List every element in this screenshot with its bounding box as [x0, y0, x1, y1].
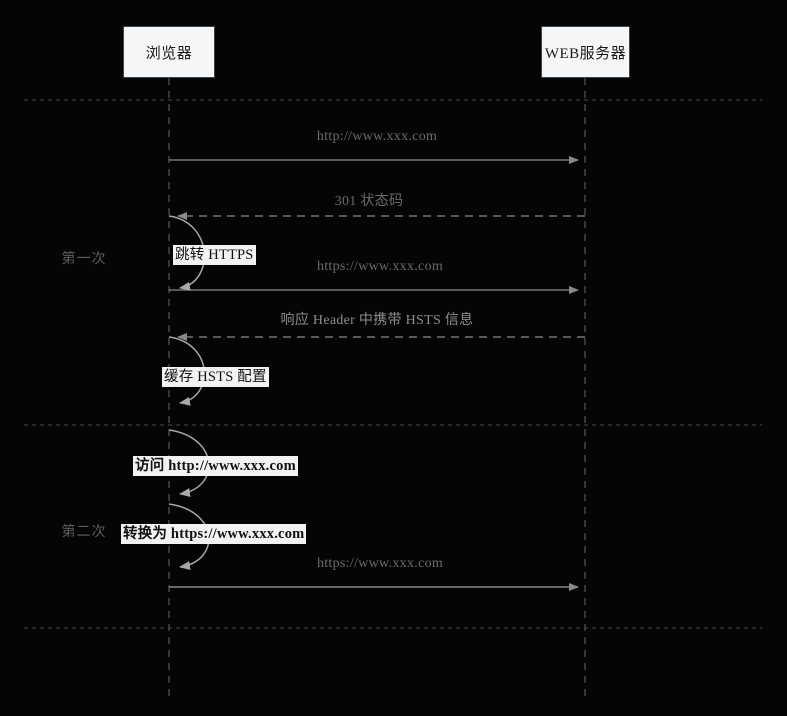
actor-box-server[interactable]: WEB服务器 — [541, 26, 630, 78]
self-message-label-convert-https: 转换为 https://www.xxx.com — [121, 524, 307, 545]
section-separators — [24, 99, 762, 629]
section-label-first: 第一次 — [61, 252, 107, 267]
lifelines — [168, 78, 586, 700]
self-message-label-visit-http: 访问 http://www.xxx.com — [133, 456, 298, 477]
self-message-label-jump-https: 跳转 HTTPS — [173, 245, 256, 266]
self-messages — [168, 215, 210, 570]
message-label-301: 301 状态码 — [334, 194, 404, 209]
message-label-https-request-1: https://www.xxx.com — [316, 259, 444, 274]
section-label-second: 第二次 — [61, 525, 107, 540]
message-label-https-request-2: https://www.xxx.com — [316, 556, 444, 571]
self-message-label-cache-hsts: 缓存 HSTS 配置 — [162, 367, 269, 388]
actor-label-browser: 浏览器 — [145, 45, 193, 62]
actor-label-server: WEB服务器 — [544, 45, 627, 62]
message-label-http-request: http://www.xxx.com — [316, 129, 438, 144]
actor-box-browser[interactable]: 浏览器 — [123, 26, 215, 78]
message-label-hsts-header: 响应 Header 中携带 HSTS 信息 — [280, 313, 474, 328]
messages — [169, 156, 585, 591]
